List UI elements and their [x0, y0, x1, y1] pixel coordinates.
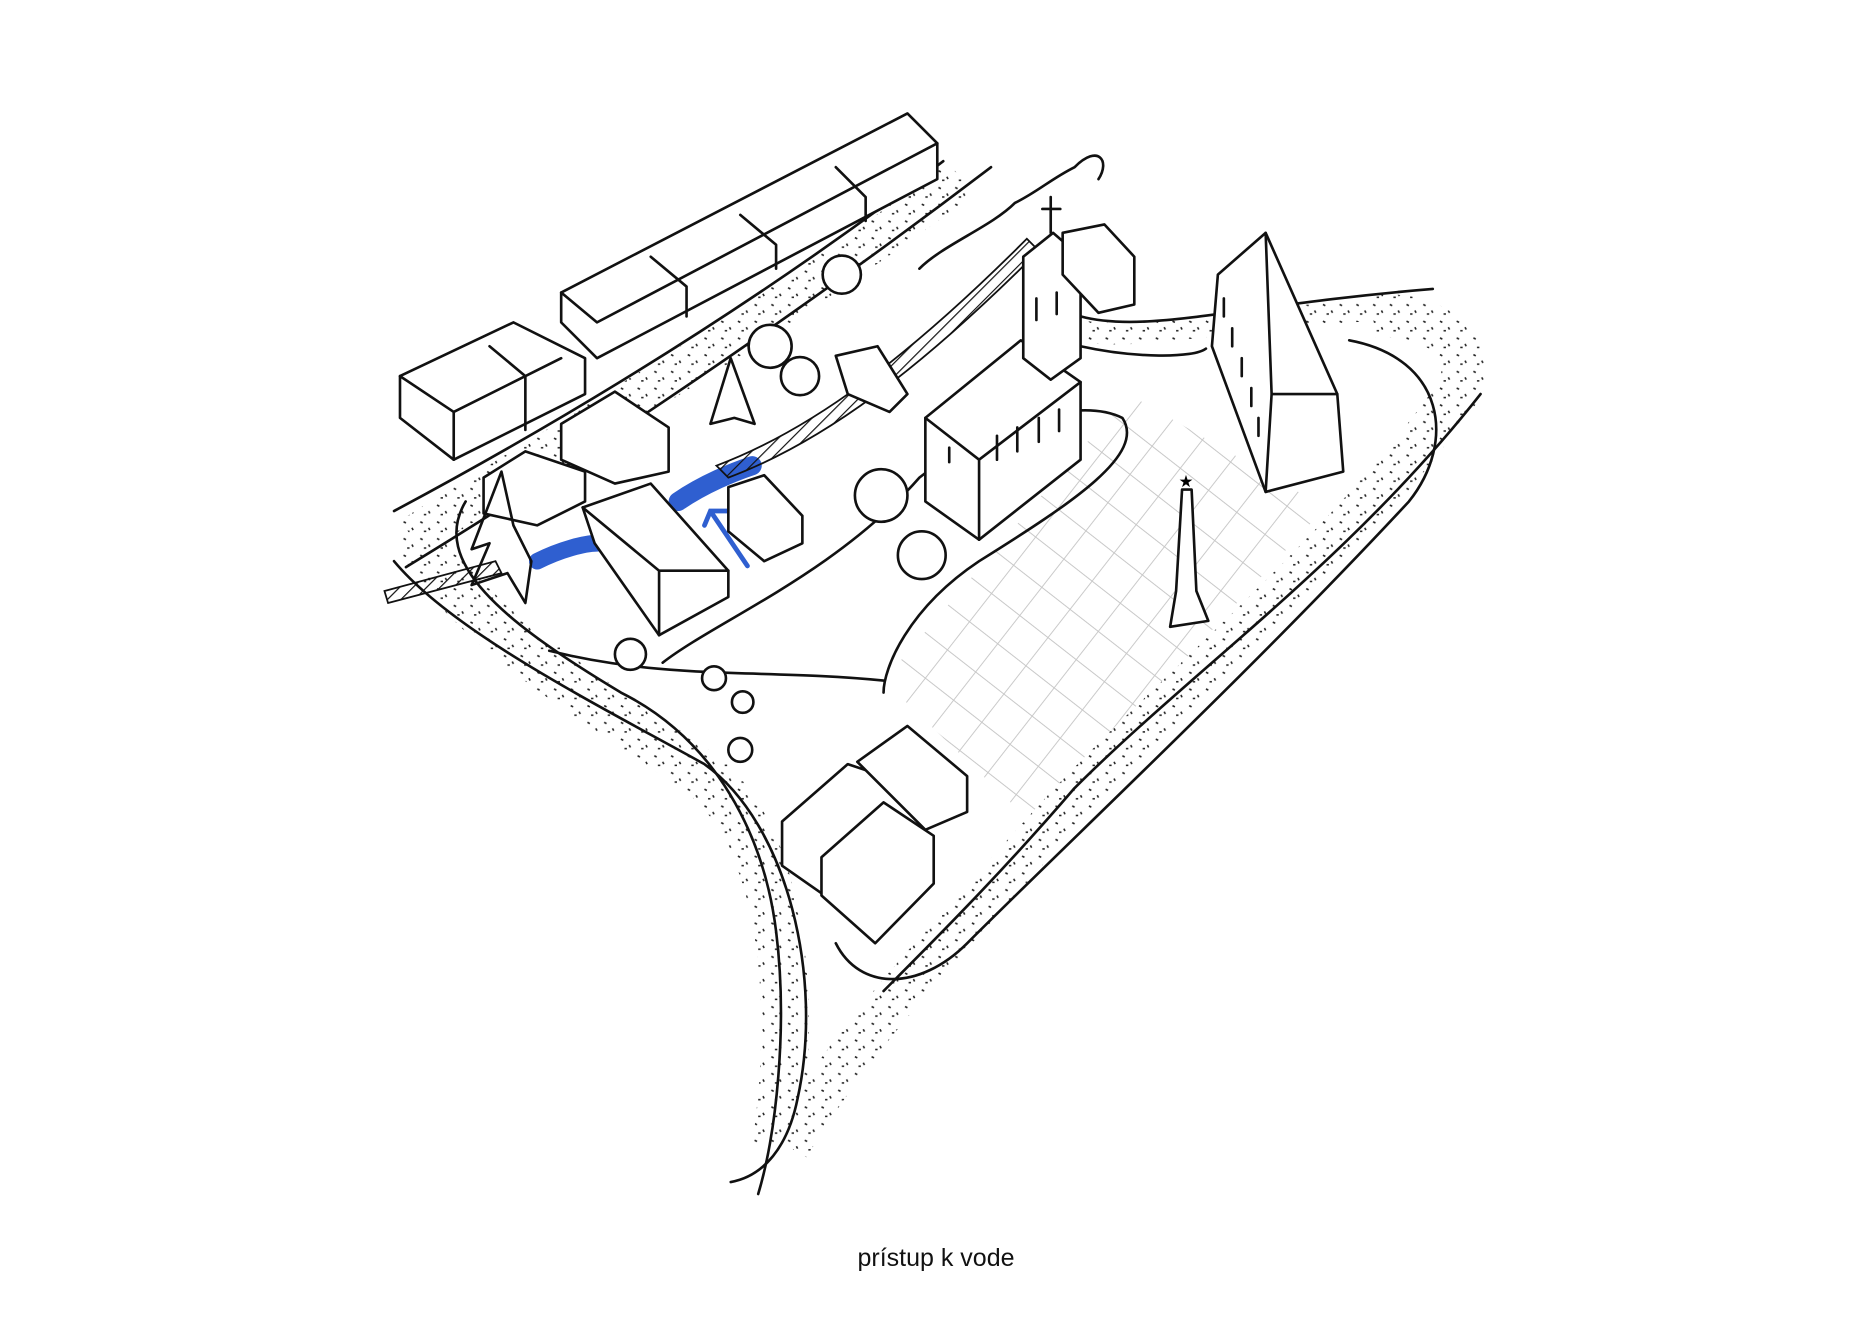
tree-icon — [821, 254, 863, 296]
obelisk-star-icon: ★ — [1178, 471, 1193, 491]
tree-icon — [853, 467, 909, 524]
tree-icon — [747, 323, 793, 370]
tree-icon — [470, 470, 533, 605]
caption: prístup k vode — [857, 1244, 1015, 1272]
tree-icon — [700, 664, 728, 692]
tree-icon — [779, 355, 821, 397]
arrow-icon — [702, 508, 750, 569]
roads — [392, 159, 1485, 1196]
large-building — [1210, 231, 1345, 494]
row-houses — [398, 112, 939, 462]
small-houses — [482, 223, 1136, 945]
tree-icon — [727, 736, 754, 764]
obelisk: ★ — [1168, 471, 1210, 629]
tree-icon — [896, 530, 947, 581]
water-house — [581, 473, 804, 637]
tree-icon — [613, 637, 648, 672]
tree-icon — [730, 690, 755, 715]
tree-icon — [709, 356, 756, 426]
plaza-grid — [883, 394, 1326, 824]
trees — [470, 154, 1105, 764]
